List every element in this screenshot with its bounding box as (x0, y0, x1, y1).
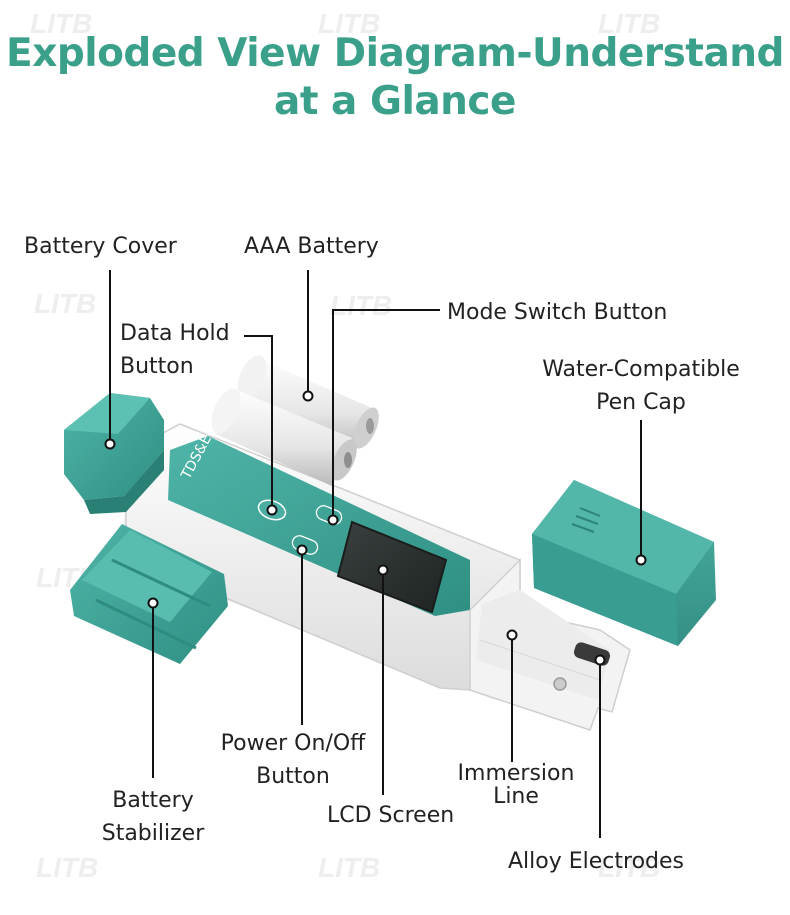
watermark: LITB (598, 8, 661, 39)
label-power-line2: Button (256, 764, 330, 789)
leader-dots (104, 390, 647, 666)
label-data-hold-button: Data Hold Button (120, 317, 230, 383)
meter-body (118, 423, 521, 700)
label-stabilizer-line1: Battery (112, 788, 194, 813)
label-immersion-line1: Immersion (457, 761, 575, 786)
watermark: LITB (598, 852, 661, 883)
label-data-hold-line1: Data Hold (120, 321, 230, 346)
label-power-line1: Power On/Off (220, 731, 366, 756)
label-aaa-battery: AAA Battery (244, 234, 379, 259)
watermark: LITB (318, 852, 381, 883)
label-mode-switch-button: Mode Switch Button (447, 300, 668, 325)
title-line-1: Exploded View Diagram-Understand (6, 31, 784, 76)
watermark: LITB (36, 852, 99, 883)
page-title: Exploded View Diagram-Understand at a Gl… (0, 30, 790, 126)
label-immersion-line: Immersion Line (446, 762, 586, 808)
aaa-battery-front (211, 388, 357, 486)
label-data-hold-line2: Button (120, 354, 194, 379)
label-battery-cover: Battery Cover (24, 234, 177, 259)
label-battery-stabilizer: Battery Stabilizer (78, 784, 228, 850)
battery-stabilizer (70, 524, 228, 664)
label-stabilizer-line2: Stabilizer (101, 821, 205, 846)
label-pen-cap-line1: Water-Compatible (542, 357, 740, 382)
leader-lines (109, 270, 642, 838)
probe-end (469, 558, 631, 731)
watermark: LITB (318, 8, 381, 39)
watermark: LITB (30, 8, 93, 39)
label-power-button: Power On/Off Button (198, 727, 388, 793)
label-lcd-screen: LCD Screen (327, 803, 455, 828)
label-pen-cap: Water-Compatible Pen Cap (516, 353, 766, 419)
label-immersion-line2: Line (493, 784, 539, 809)
label-alloy-electrodes: Alloy Electrodes (508, 849, 684, 874)
pen-cap (532, 480, 716, 646)
title-line-2: at a Glance (274, 79, 516, 124)
watermark: LITB (34, 288, 97, 319)
watermark: LITB (330, 290, 393, 321)
label-pen-cap-line2: Pen Cap (596, 390, 686, 415)
aaa-battery-back (236, 355, 379, 452)
